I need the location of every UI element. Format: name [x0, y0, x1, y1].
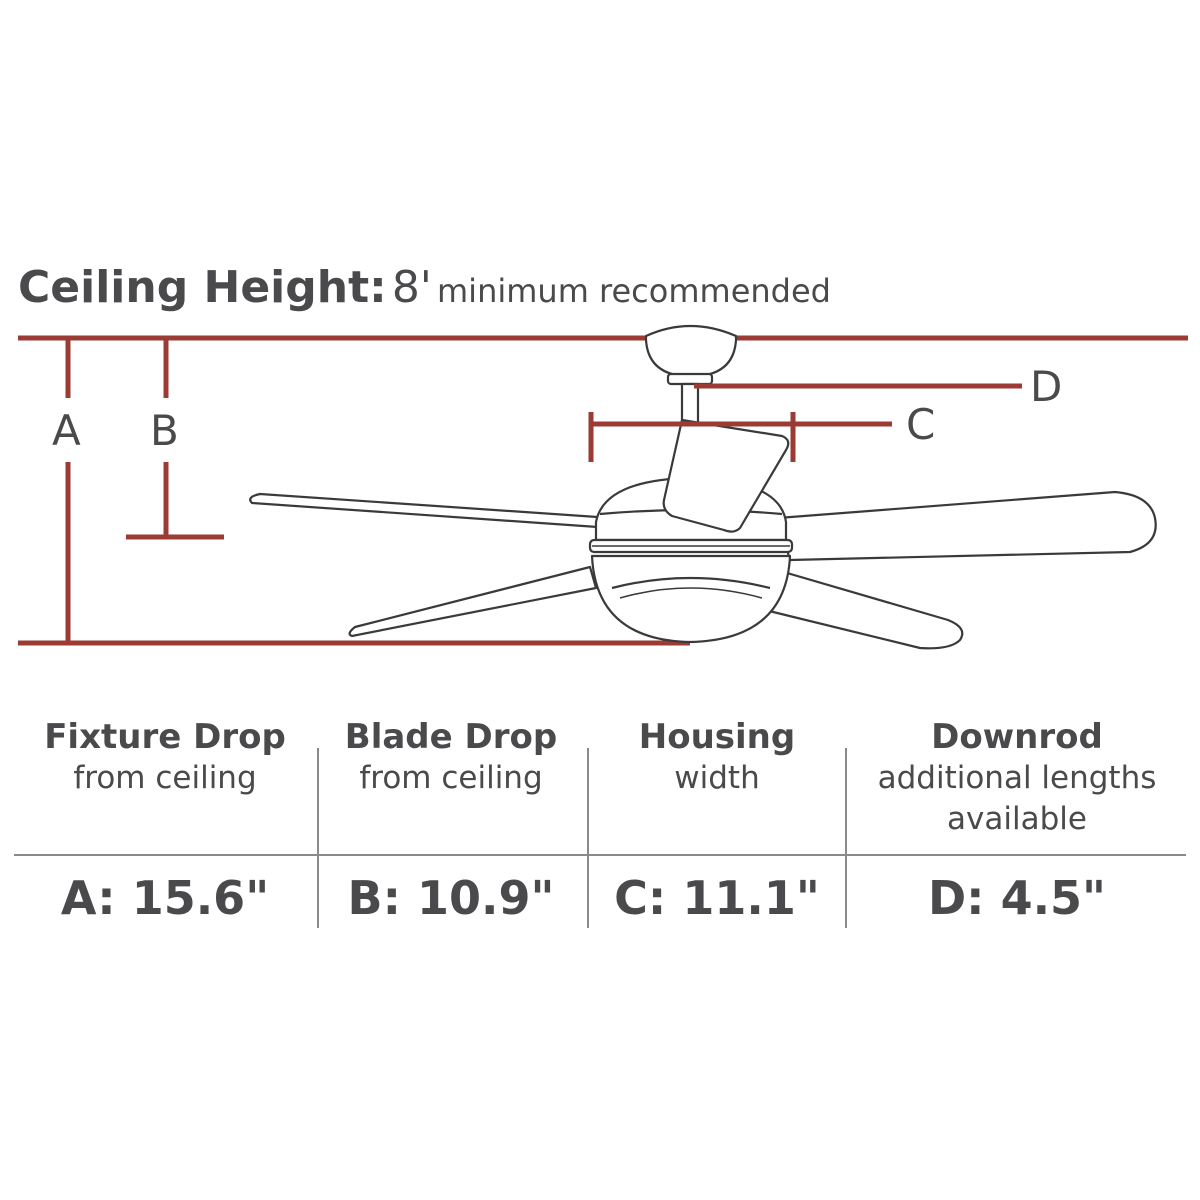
- spec-downrod: Downrod additional lengths available: [850, 716, 1184, 840]
- fan-blade-right: [776, 490, 1157, 562]
- spec-value-d: D: 4.5": [927, 871, 1107, 925]
- spec-value-a: A: 15.6": [60, 871, 270, 925]
- table-divider: [317, 748, 319, 928]
- spec-housing: Housing width: [590, 716, 844, 799]
- ceiling-height-note: minimum recommended: [437, 272, 831, 310]
- fan-blade-front-right: [763, 566, 964, 650]
- ceiling-height-title: Ceiling Height: 8' minimum recommended: [18, 262, 831, 313]
- spec-subtext: from ceiling: [73, 760, 257, 796]
- label-c: C: [906, 400, 936, 449]
- ceiling-fan-illustration: [249, 324, 1157, 650]
- fan-blade-front-left: [348, 565, 598, 638]
- label-a: A: [52, 406, 81, 455]
- spec-subtext: width: [674, 760, 760, 796]
- spec-value-b: B: 10.9": [347, 871, 555, 925]
- label-d: D: [1030, 362, 1063, 411]
- table-divider-horizontal: [14, 854, 1186, 856]
- spec-heading: Blade Drop: [344, 717, 558, 757]
- spec-heading: Housing: [638, 717, 796, 757]
- light-kit-bowl: [590, 554, 792, 644]
- dimension-a-line: [18, 338, 690, 646]
- label-b: B: [150, 406, 179, 455]
- spec-heading: Fixture Drop: [44, 717, 286, 757]
- ceiling-canopy: [644, 324, 738, 378]
- spec-subtext: from ceiling: [359, 760, 543, 796]
- ceiling-height-value: 8': [391, 262, 432, 313]
- downrod: [680, 382, 700, 426]
- spec-blade-drop: Blade Drop from ceiling: [320, 716, 582, 799]
- spec-subtext-2: available: [947, 801, 1087, 837]
- dimension-b-line: [126, 338, 224, 540]
- fan-blade-left: [249, 492, 614, 530]
- spec-fixture-drop: Fixture Drop from ceiling: [20, 716, 310, 799]
- spec-value-c: C: 11.1": [614, 871, 820, 925]
- fan-blade-top: [662, 418, 790, 533]
- dimension-c-line: [588, 412, 892, 462]
- spec-heading: Downrod: [931, 717, 1103, 757]
- spec-subtext: additional lengths: [877, 760, 1157, 796]
- table-divider: [587, 748, 589, 928]
- table-divider: [845, 748, 847, 928]
- ceiling-height-label: Ceiling Height:: [18, 262, 387, 313]
